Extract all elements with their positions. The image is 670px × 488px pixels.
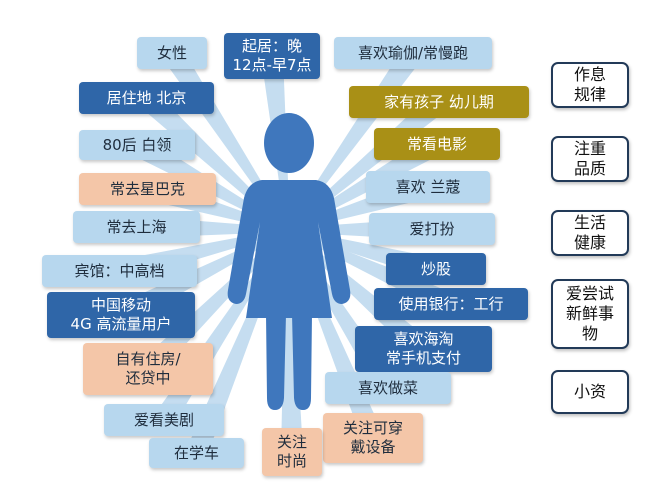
figure-part	[266, 314, 286, 410]
figure-part	[292, 314, 312, 410]
tag-movies: 常看电影	[374, 128, 500, 160]
tag-shanghai: 常去上海	[73, 211, 200, 243]
side-label-regular-routine: 作息 规律	[551, 62, 629, 108]
side-label-quality: 注重 品质	[551, 136, 629, 182]
tag-gender: 女性	[137, 37, 207, 69]
tag-stocks: 炒股	[386, 253, 486, 285]
tag-online-shopping: 喜欢海淘 常手机支付	[355, 326, 492, 372]
side-label-healthy-life: 生活 健康	[551, 210, 629, 256]
tag-hotel: 宾馆：中高档	[42, 255, 197, 287]
side-label-try-new: 爱尝试 新鲜事 物	[551, 279, 629, 349]
tag-yoga-running: 喜欢瑜伽/常慢跑	[334, 37, 492, 69]
tag-housing: 自有住房/ 还贷中	[83, 343, 213, 395]
tag-lancome: 喜欢 兰蔻	[366, 171, 490, 203]
tag-cooking: 喜欢做菜	[325, 372, 451, 404]
ray	[140, 228, 290, 377]
tag-has-child: 家有孩子 幼儿期	[349, 86, 529, 118]
tag-us-tv: 爱看美剧	[104, 404, 224, 436]
figure-part	[264, 113, 314, 173]
tag-fashion: 关注 时尚	[262, 428, 322, 476]
figure-part	[227, 180, 351, 318]
tag-residence: 居住地 北京	[79, 82, 214, 114]
tag-dress-up: 爱打扮	[369, 213, 495, 245]
tag-generation: 80后 白领	[79, 130, 195, 160]
tag-bank: 使用银行：工行	[374, 288, 528, 320]
side-label-petit-bourgeois: 小资	[551, 370, 629, 414]
tag-driving-school: 在学车	[149, 438, 244, 468]
woman-silhouette-icon	[227, 113, 351, 410]
tag-starbucks: 常去星巴克	[79, 173, 216, 205]
tag-mobile: 中国移动 4G 高流量用户	[47, 292, 195, 338]
tag-schedule: 起居：晚 12点-早7点	[224, 33, 320, 79]
tag-wearables: 关注可穿 戴设备	[323, 413, 423, 463]
